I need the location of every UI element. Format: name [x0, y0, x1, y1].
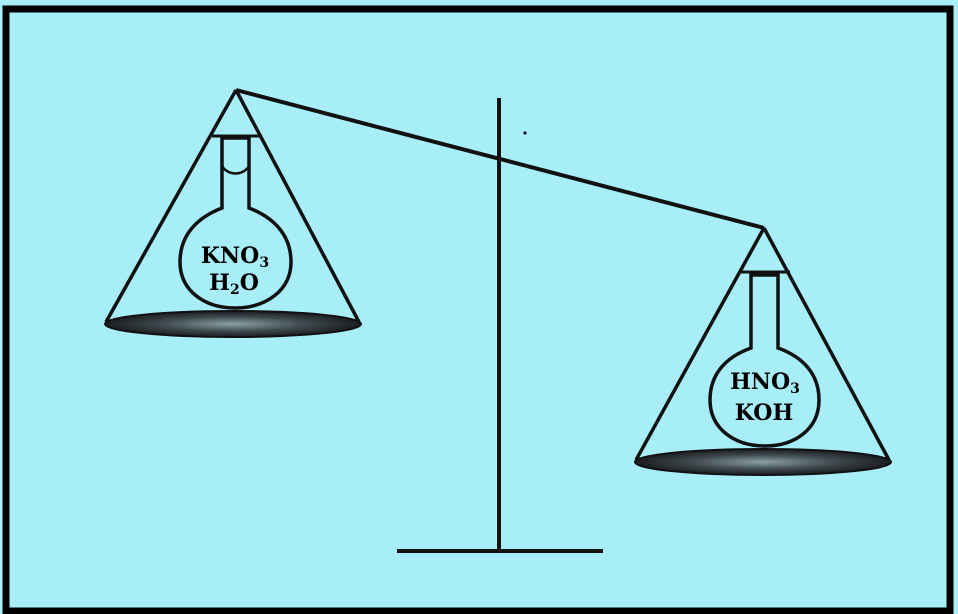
- balance-beam: [235, 88, 765, 230]
- right-pan: [634, 448, 892, 476]
- right-flask: [708, 273, 821, 448]
- right-flask-label-line1: HNO3: [730, 369, 800, 397]
- left-suspension-right: [234, 89, 361, 323]
- left-suspension-left: [104, 89, 238, 323]
- left-flask-label-line1: KNO3: [201, 243, 269, 271]
- left-flask-label-line2: H2O: [209, 270, 259, 298]
- right-suspension-right: [762, 227, 891, 461]
- left-pan: [104, 310, 362, 338]
- left-flask: [178, 136, 293, 310]
- frame-border: [2, 5, 954, 614]
- left-flask-meniscus: [220, 165, 251, 175]
- right-flask-label-line2: KOH: [735, 400, 793, 426]
- beam-stray-dot: [523, 131, 527, 135]
- right-pan-assembly: HNO3 KOH: [634, 227, 892, 476]
- left-pan-assembly: KNO3 H2O: [104, 89, 362, 338]
- right-suspension-left: [634, 227, 766, 461]
